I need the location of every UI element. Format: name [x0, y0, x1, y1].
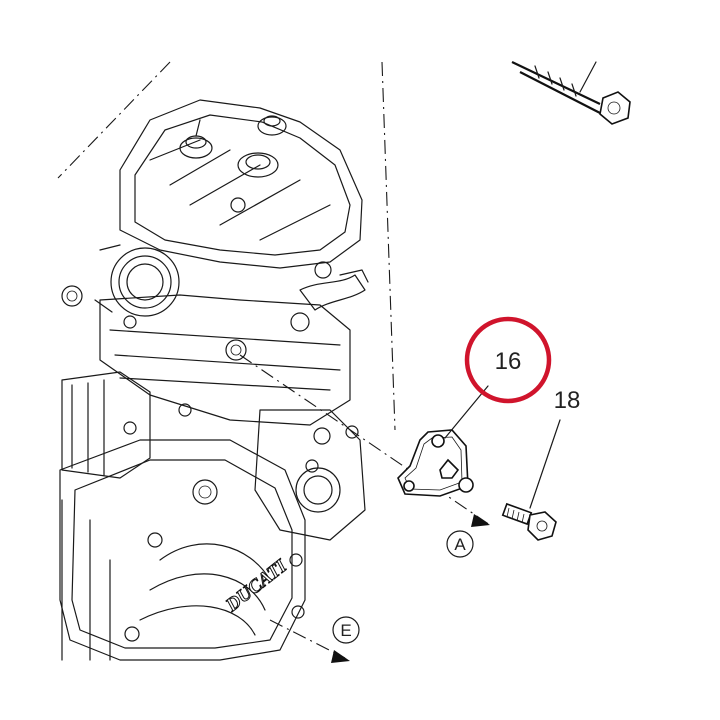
callout-18-label: 18	[554, 387, 581, 414]
part-16-bracket	[397, 429, 474, 497]
assembly-axis-lines	[57, 61, 491, 659]
brand-logo-stamp: DUCATI	[221, 555, 292, 617]
part-18-bolt	[501, 502, 557, 541]
direction-arrow-e	[331, 650, 350, 663]
leader-line-18	[529, 419, 561, 509]
brand-logo-text: DUCATI	[221, 555, 291, 616]
callout-16-label: 16	[495, 348, 522, 375]
leader-line-16	[444, 385, 489, 439]
reference-marker-e: E	[332, 616, 360, 644]
engine-assembly	[59, 99, 369, 661]
direction-arrow-a	[471, 514, 490, 527]
long-bolt	[511, 61, 631, 125]
reference-a-label: A	[454, 535, 466, 554]
highlight-ring	[464, 316, 552, 404]
reference-e-label: E	[340, 621, 351, 640]
reference-marker-a: A	[446, 530, 474, 558]
